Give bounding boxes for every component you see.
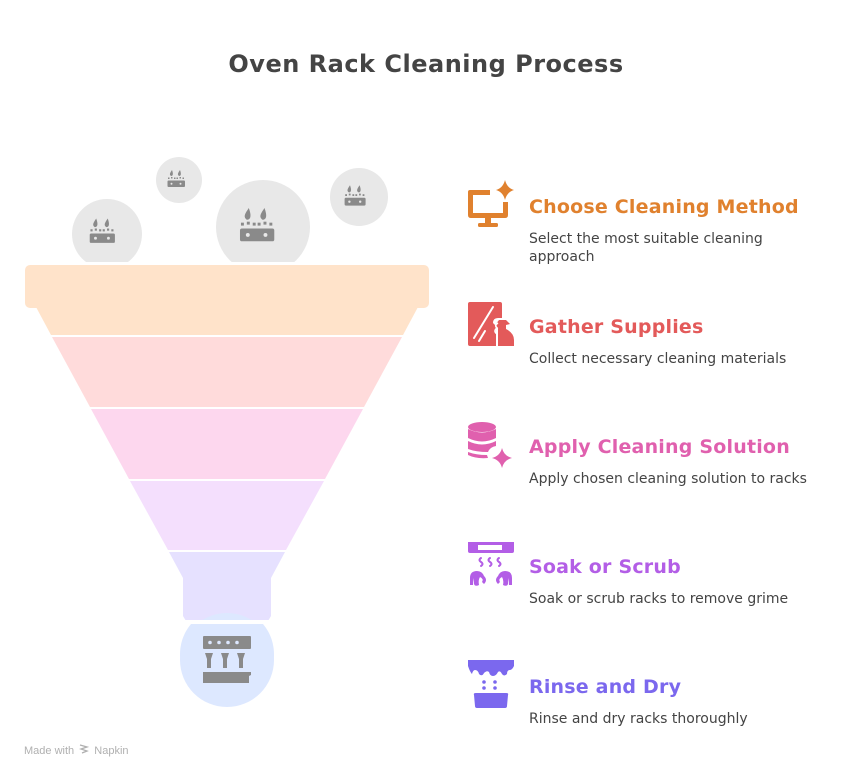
step-label: Gather Supplies [529, 316, 704, 338]
database-sparkle-icon [468, 422, 512, 468]
bubble-4 [330, 168, 388, 226]
step-description: Collect necessary cleaning materials [529, 351, 787, 367]
napkin-logo-icon [79, 744, 90, 754]
funnel-tier-3 [91, 409, 363, 479]
step-description: Select the most suitable cleaning approa… [529, 231, 763, 265]
step-label: Choose Cleaning Method [529, 196, 799, 218]
funnel-output-circle [170, 613, 284, 707]
glass-spray-bottle-icon [468, 302, 514, 346]
stove-burner-icon [89, 218, 115, 243]
oven-rack-icon [203, 636, 251, 683]
step-description: Soak or scrub racks to remove grime [529, 591, 789, 607]
footer-attribution[interactable]: Made with Napkin [24, 744, 129, 757]
page-title: Oven Rack Cleaning Process [228, 50, 624, 78]
bubble-2 [156, 157, 202, 203]
step-choose-cleaning-method: Choose Cleaning Method Select the most s… [462, 178, 842, 268]
stove-burner-icon [344, 185, 366, 206]
step-label: Rinse and Dry [529, 676, 682, 698]
monitor-sparkle-icon [468, 180, 514, 227]
step-description: Apply chosen cleaning solution to racks [529, 471, 807, 487]
step-soak-or-scrub: Soak or Scrub Soak or scrub racks to rem… [462, 538, 842, 628]
step-apply-cleaning-solution: Apply Cleaning Solution Apply chosen cle… [462, 418, 842, 508]
napkin-brand-text: Napkin [94, 745, 129, 757]
funnel-tier-2 [52, 337, 402, 407]
step-label: Soak or Scrub [529, 556, 681, 578]
stove-burner-icon [239, 207, 275, 242]
bubble-3 [216, 180, 310, 274]
steam-hands-icon [468, 542, 514, 586]
funnel-tier-4 [130, 481, 324, 550]
stove-burner-icon [167, 170, 185, 187]
funnel-tier-1 [25, 265, 429, 335]
step-description: Rinse and dry racks thoroughly [529, 711, 748, 727]
step-label: Apply Cleaning Solution [529, 436, 790, 458]
funnel-stem [169, 552, 285, 621]
bubble-1 [72, 199, 142, 269]
made-with-text: Made with [24, 745, 75, 757]
step-rinse-and-dry: Rinse and Dry Rinse and dry racks thorou… [462, 658, 842, 748]
drip-basin-icon [468, 660, 514, 708]
step-gather-supplies: Gather Supplies Collect necessary cleani… [462, 298, 842, 388]
